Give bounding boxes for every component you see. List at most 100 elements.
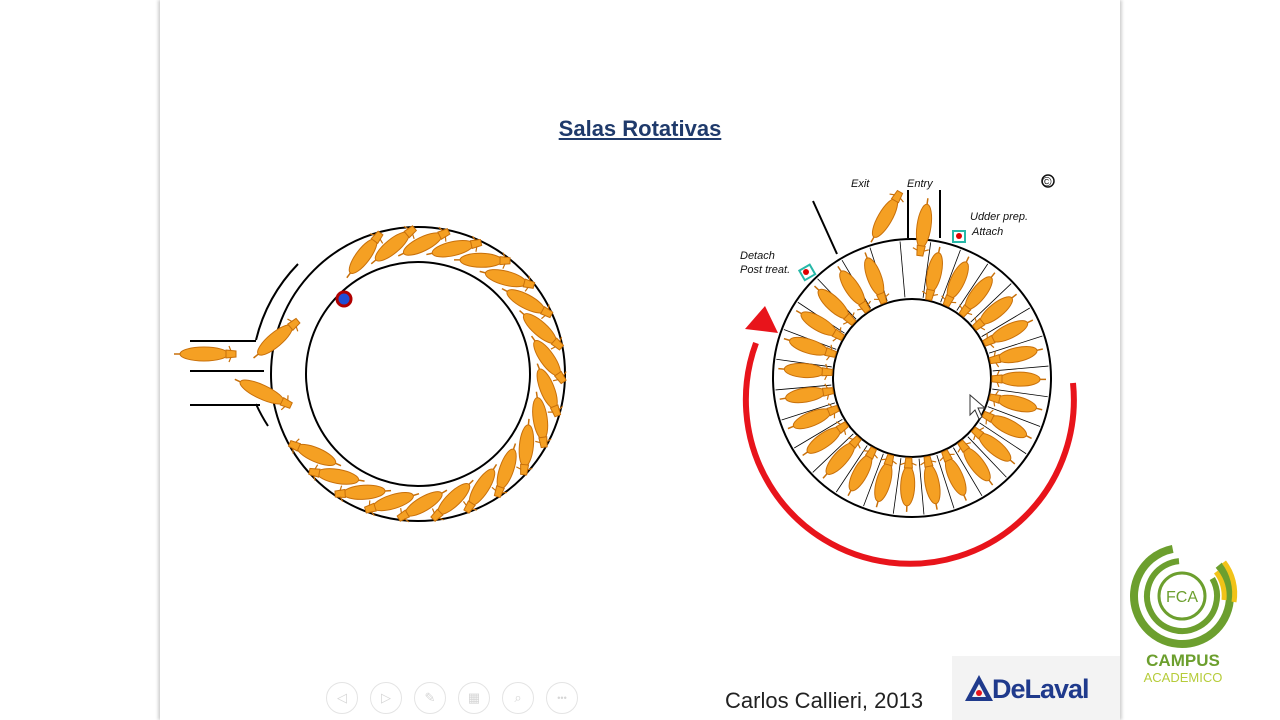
prev-slide-button[interactable]: ◁ (326, 682, 358, 714)
cow-icon (519, 310, 565, 351)
cow-icon (971, 293, 1018, 331)
stall-divider (967, 436, 1007, 478)
cow-icon (847, 446, 878, 497)
stall-divider (892, 458, 902, 514)
cow-icon (921, 246, 943, 301)
stall-divider (835, 445, 868, 493)
stall-divider (812, 433, 854, 473)
radial-platform-inner-ring (832, 298, 992, 458)
cow-icon (253, 317, 301, 359)
stall-divider (940, 249, 961, 303)
cow-icon (864, 252, 890, 305)
cow-icon (370, 225, 418, 265)
delaval-mark-icon (965, 675, 993, 701)
stall-divider (922, 242, 932, 298)
cow-icon (958, 272, 996, 318)
cow-icon (783, 336, 838, 361)
cow-icon (491, 443, 517, 499)
cow-icon (912, 198, 933, 257)
stall-divider (970, 283, 1012, 323)
mouse-pointer-icon (969, 393, 987, 420)
cow-icon (501, 287, 554, 320)
attach-station-dot (956, 233, 962, 239)
herringbone-rotary-diagram (174, 225, 567, 523)
cow-icon (430, 479, 474, 522)
stall-divider (988, 335, 1043, 354)
cow-icon (462, 463, 498, 514)
cow-icon (426, 235, 483, 258)
cow-icon (941, 256, 970, 308)
rotary-platform-outer-ring (270, 226, 566, 522)
pen-tool-button[interactable]: ✎ (414, 682, 446, 714)
academico-subtitle: ACADEMICO (1143, 670, 1223, 685)
stall-divider (979, 422, 1027, 455)
cow-icon (778, 362, 833, 381)
cow-icon (874, 453, 897, 508)
rotation-direction-arrow (742, 341, 1077, 567)
cow-icon (287, 438, 342, 467)
cow-icon (795, 309, 846, 342)
zoom-button[interactable]: ⌕ (502, 682, 534, 714)
right-cow-group (778, 189, 1047, 512)
cow-icon (813, 285, 857, 326)
cow-icon (957, 439, 994, 486)
exit-label: Exit (851, 178, 870, 190)
slide-title: Salas Rotativas (558, 116, 722, 141)
cow-icon (363, 492, 420, 517)
cow-icon (174, 345, 237, 363)
cow-icon (981, 409, 1032, 440)
cow-icon (900, 457, 917, 512)
cow-icon (308, 464, 365, 485)
cow-icon (346, 230, 384, 279)
delaval-wordmark: DeLaval (992, 674, 1090, 704)
stall-divider (775, 384, 832, 391)
see-all-slides-button[interactable]: ▦ (458, 682, 490, 714)
cow-icon (397, 226, 451, 257)
detach-label: Detach (740, 250, 775, 262)
stall-divider (953, 447, 983, 496)
cow-icon (787, 403, 840, 430)
cow-icon (982, 319, 1034, 349)
entry-label: Entry (907, 178, 934, 190)
stall-divider (956, 263, 989, 311)
rotary-platform-inner-ring (305, 261, 531, 487)
cow-icon (837, 265, 872, 314)
prev-arrow-icon: ◁ (337, 690, 347, 705)
campus-academico-emblem: FCA (1130, 544, 1238, 648)
left-margin (0, 0, 160, 720)
udder-prep-label: Udder prep. (970, 211, 1028, 223)
stall-divider (794, 419, 843, 449)
rotary-parlour-diagrams: Exit Entry Udder prep. Attach Detach Pos… (174, 174, 1077, 567)
stall-divider (936, 454, 955, 509)
cow-icon (530, 335, 567, 385)
delaval-logo: DeLaval (952, 656, 1120, 720)
cow-icon (988, 390, 1043, 413)
cow-icon (822, 435, 862, 479)
cow-icon (991, 370, 1047, 388)
next-slide-button[interactable]: ▷ (370, 682, 402, 714)
campus-title: CAMPUS (1146, 651, 1220, 670)
cow-icon (870, 189, 904, 243)
operator-marker (335, 290, 353, 308)
left-cow-group (174, 225, 567, 523)
stall-divider (987, 406, 1041, 427)
cow-icon (970, 426, 1016, 465)
more-options-button[interactable]: ••• (546, 682, 578, 714)
stall-divider (981, 307, 1030, 337)
cow-icon (802, 421, 850, 457)
attach-label: Attach (971, 226, 1003, 238)
stall-divider (781, 402, 836, 421)
cow-icon (920, 455, 941, 510)
cow-icon (939, 449, 967, 501)
exit-gate-line (812, 200, 838, 255)
presentation-slide: Salas Rotativas (160, 0, 1120, 720)
cow-icon (536, 363, 564, 418)
fca-badge-text: FCA (1166, 589, 1198, 606)
zoom-icon: ⌕ (514, 690, 522, 705)
next-arrow-icon: ▷ (381, 690, 391, 705)
copyright-mark (1041, 174, 1055, 188)
cow-icon (479, 269, 536, 292)
cow-icon (532, 391, 552, 449)
stall-divider (863, 453, 884, 507)
cow-icon (396, 489, 448, 523)
